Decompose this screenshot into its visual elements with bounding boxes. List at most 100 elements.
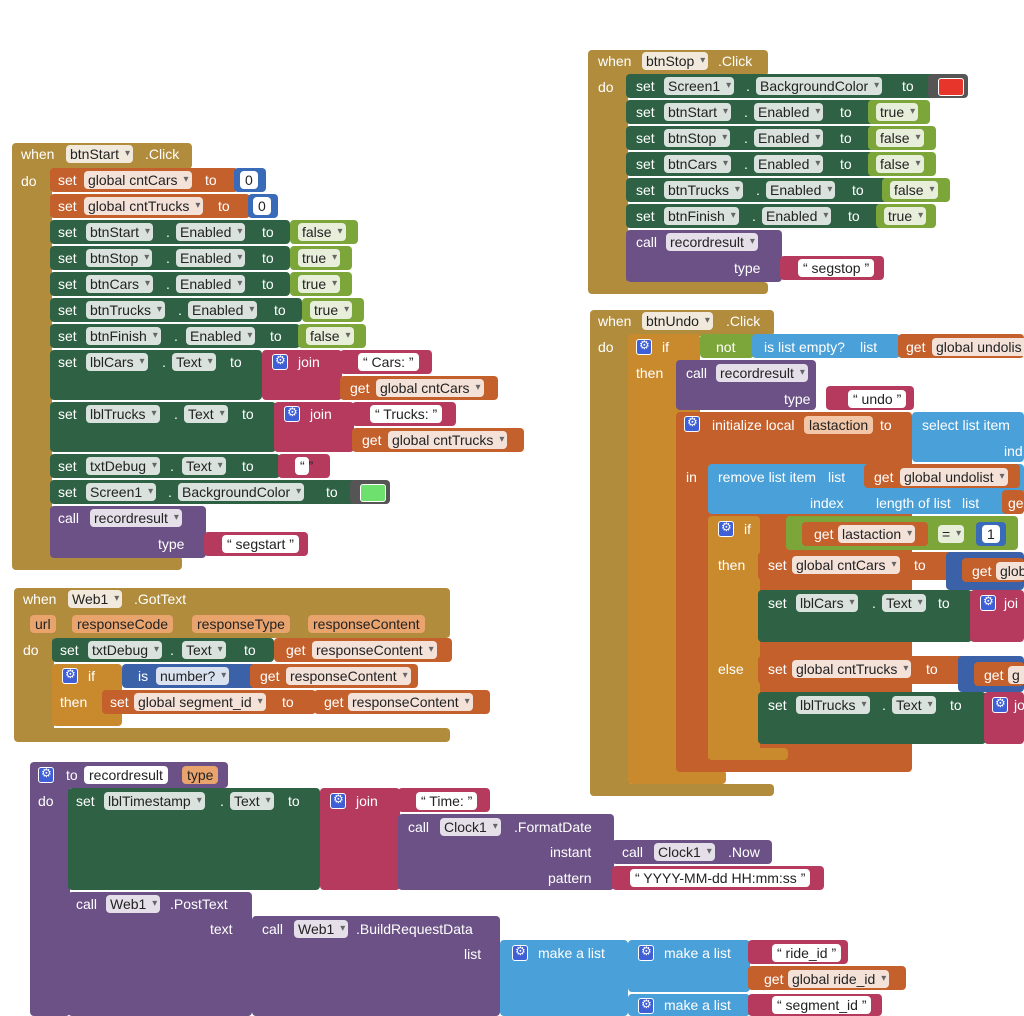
boolean-dropdown[interactable]: false (890, 181, 938, 199)
component-dropdown[interactable]: txtDebug (88, 641, 163, 659)
property-dropdown[interactable]: Text (172, 353, 216, 371)
property-dropdown[interactable]: Enabled (762, 207, 832, 225)
set-lblcars-text-block[interactable] (758, 590, 972, 642)
component-dropdown[interactable]: Clock1 (440, 818, 501, 836)
component-dropdown[interactable]: btnStop (86, 249, 153, 267)
param-response-code[interactable]: responseCode (72, 615, 174, 633)
text-field[interactable]: “ Time: ” (416, 792, 478, 810)
mutator-gear-icon[interactable] (980, 594, 996, 611)
boolean-dropdown[interactable]: false (876, 129, 924, 147)
variable-dropdown[interactable]: global cntCars (376, 379, 484, 397)
variable-dropdown[interactable]: global undolis (932, 338, 1024, 356)
property-dropdown[interactable]: Text (882, 594, 926, 612)
property-dropdown[interactable]: Text (182, 641, 226, 659)
length-of-list-block[interactable] (864, 490, 1024, 514)
component-dropdown[interactable]: lblCars (796, 594, 858, 612)
color-swatch[interactable] (938, 78, 964, 96)
property-dropdown[interactable]: Text (184, 405, 228, 423)
join-block-partial[interactable] (970, 590, 1024, 642)
is-list-empty-block[interactable] (752, 334, 900, 358)
number-field[interactable]: 0 (240, 171, 258, 189)
event-component-dropdown[interactable]: btnStop (642, 52, 709, 70)
variable-dropdown[interactable]: global cntTrucks (84, 197, 204, 215)
component-dropdown[interactable]: txtDebug (86, 457, 161, 475)
component-dropdown[interactable]: btnFinish (86, 327, 161, 345)
text-field[interactable]: “ YYYY-MM-dd HH:mm:ss ” (630, 869, 811, 887)
mutator-gear-icon[interactable] (992, 696, 1008, 713)
mutator-gear-icon[interactable] (638, 944, 654, 961)
text-field[interactable]: “ segstart ” (222, 535, 299, 553)
component-dropdown[interactable]: lblTimestamp (104, 792, 205, 810)
variable-dropdown[interactable]: global cntTrucks (388, 431, 508, 449)
property-dropdown[interactable]: Enabled (754, 129, 824, 147)
variable-dropdown-partial[interactable]: glob (996, 562, 1024, 580)
param-url[interactable]: url (30, 615, 56, 633)
clock-format-date-block[interactable] (398, 814, 614, 890)
property-dropdown[interactable]: Text (182, 457, 226, 475)
component-dropdown[interactable]: Screen1 (664, 77, 735, 95)
get-variable-block-partial[interactable] (1002, 490, 1024, 514)
component-dropdown[interactable]: btnCars (86, 275, 154, 293)
event-component-dropdown[interactable]: btnStart (66, 145, 134, 163)
boolean-dropdown[interactable]: false (876, 155, 924, 173)
boolean-dropdown[interactable]: true (298, 275, 341, 293)
mutator-gear-icon[interactable] (684, 415, 700, 432)
component-dropdown[interactable]: btnStop (664, 129, 731, 147)
local-name-field[interactable]: lastaction (804, 416, 874, 434)
text-field[interactable]: “ undo ” (848, 390, 907, 408)
event-component-dropdown[interactable]: btnUndo (642, 312, 713, 330)
boolean-dropdown[interactable]: true (298, 249, 341, 267)
component-dropdown[interactable]: lblTrucks (796, 696, 870, 714)
variable-dropdown[interactable]: responseContent (312, 641, 437, 659)
property-dropdown[interactable]: BackgroundColor (178, 483, 305, 501)
property-dropdown[interactable]: Enabled (176, 223, 246, 241)
component-dropdown[interactable]: btnTrucks (664, 181, 743, 199)
component-dropdown[interactable]: Clock1 (654, 843, 715, 861)
mutator-gear-icon[interactable] (512, 944, 528, 961)
property-dropdown[interactable]: BackgroundColor (756, 77, 883, 95)
number-field[interactable]: 0 (253, 197, 271, 215)
component-dropdown[interactable]: lblTrucks (86, 405, 160, 423)
boolean-dropdown[interactable]: true (884, 207, 927, 225)
procedure-dropdown[interactable]: recordresult (90, 509, 182, 527)
variable-dropdown[interactable]: global ride_id (788, 970, 890, 988)
param-type[interactable]: type (182, 766, 219, 784)
mutator-gear-icon[interactable] (272, 353, 288, 370)
not-block[interactable] (700, 334, 754, 358)
mutator-gear-icon[interactable] (638, 997, 654, 1014)
boolean-dropdown[interactable]: true (310, 301, 353, 319)
param-response-type[interactable]: responseType (192, 615, 290, 633)
variable-dropdown[interactable]: global undolist (900, 468, 1008, 486)
property-dropdown[interactable]: Enabled (754, 103, 824, 121)
variable-dropdown[interactable]: global cntCars (792, 556, 900, 574)
property-dropdown[interactable]: Text (892, 696, 936, 714)
component-dropdown[interactable]: Screen1 (86, 483, 157, 501)
property-dropdown[interactable]: Text (230, 792, 274, 810)
variable-dropdown[interactable]: responseContent (286, 667, 411, 685)
text-field[interactable]: “ Cars: ” (358, 353, 419, 371)
operator-dropdown[interactable]: = (938, 525, 965, 543)
variable-dropdown[interactable]: global segment_id (134, 693, 266, 711)
make-a-list-block[interactable] (628, 994, 750, 1016)
mutator-gear-icon[interactable] (284, 405, 300, 422)
select-list-item-block[interactable] (912, 412, 1024, 462)
variable-dropdown-partial[interactable]: g (1008, 666, 1024, 684)
variable-dropdown[interactable]: responseContent (348, 693, 473, 711)
boolean-dropdown[interactable]: true (876, 103, 919, 121)
variable-dropdown[interactable]: lastaction (838, 525, 916, 543)
property-dropdown[interactable]: Enabled (766, 181, 836, 199)
boolean-dropdown[interactable]: false (306, 327, 354, 345)
boolean-dropdown[interactable]: false (298, 223, 346, 241)
component-dropdown[interactable]: Web1 (106, 895, 161, 913)
number-field[interactable]: 1 (982, 525, 1000, 543)
mutator-gear-icon[interactable] (718, 520, 734, 537)
procedure-dropdown[interactable]: recordresult (666, 233, 758, 251)
set-txtdebug-text-block[interactable] (52, 638, 274, 662)
property-dropdown[interactable]: Enabled (186, 327, 256, 345)
component-dropdown[interactable]: btnCars (664, 155, 732, 173)
mutator-gear-icon[interactable] (62, 667, 78, 684)
is-number-dropdown[interactable]: number? (156, 667, 230, 685)
component-dropdown[interactable]: btnFinish (664, 207, 739, 225)
web1-posttext-block[interactable] (68, 892, 252, 1016)
component-dropdown[interactable]: Web1 (294, 920, 349, 938)
